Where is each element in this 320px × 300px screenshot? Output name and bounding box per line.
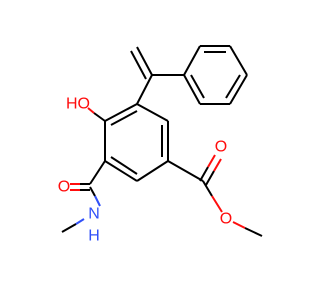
amide-group: O N H (58, 160, 106, 245)
vinylidene-group (130, 46, 184, 105)
bond (136, 74, 153, 105)
bond (183, 45, 201, 76)
bond (167, 160, 204, 182)
bond (94, 195, 101, 207)
hydroxyl-group: HO (66, 96, 106, 122)
bond (61, 223, 77, 233)
bond (110, 110, 138, 126)
bond (89, 186, 96, 197)
ester-ether-oxygen-label: O (220, 211, 232, 228)
bond (229, 74, 248, 105)
bond (136, 160, 169, 182)
ester-group: O O (167, 139, 263, 237)
bond (225, 74, 241, 99)
bond (232, 221, 246, 229)
bond (229, 45, 248, 76)
bond (202, 180, 213, 197)
bond (104, 160, 138, 182)
bond (199, 166, 209, 182)
bond (213, 158, 222, 172)
bond (190, 74, 205, 99)
bond (211, 195, 223, 213)
central-benzene-ring (104, 103, 169, 182)
bond (87, 107, 95, 114)
bond (207, 154, 216, 168)
bond (93, 112, 106, 122)
ester-carbonyl-oxygen-label: O (215, 139, 227, 156)
amide-nitrogen-label: N (88, 206, 100, 223)
amide-oxygen-label: O (58, 179, 70, 196)
bond (110, 156, 138, 175)
bond (244, 227, 263, 237)
bond (205, 170, 215, 186)
bond (75, 218, 85, 225)
phenyl-ring (183, 45, 248, 105)
bond (130, 50, 147, 80)
bond (104, 103, 138, 122)
bond (136, 46, 153, 76)
bond (89, 160, 106, 185)
bond (183, 74, 201, 105)
molecule-structure: HO O N H O O (58, 45, 263, 245)
amide-hydrogen-label: H (88, 228, 100, 245)
hydroxyl-label: HO (66, 96, 90, 113)
bond (136, 103, 169, 122)
